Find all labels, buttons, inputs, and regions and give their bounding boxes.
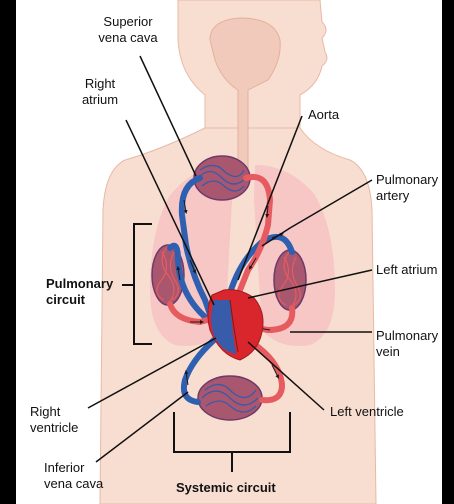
pulmonary-artery-label: Pulmonary artery bbox=[376, 172, 442, 204]
left-atrium-label: Left atrium bbox=[376, 262, 442, 278]
inferior-vena-cava-label: Inferior vena cava bbox=[44, 460, 103, 492]
right-atrium-label: Right atrium bbox=[70, 76, 130, 108]
body-silhouette bbox=[100, 0, 376, 504]
pulmonary-vein-label: Pulmonary vein bbox=[376, 328, 442, 360]
right-ventricle-label: Right ventricle bbox=[30, 404, 78, 436]
superior-vena-cava-label: Superior vena cava bbox=[88, 14, 168, 46]
lower-capillary-bed bbox=[198, 376, 262, 420]
left-lung-capillary-bed bbox=[274, 250, 306, 310]
systemic-circuit-label: Systemic circuit bbox=[176, 480, 276, 496]
pulmonary-circuit-label: Pulmonary circuit bbox=[46, 276, 113, 308]
left-ventricle-label: Left ventricle bbox=[330, 404, 404, 420]
aorta-label: Aorta bbox=[308, 107, 339, 123]
